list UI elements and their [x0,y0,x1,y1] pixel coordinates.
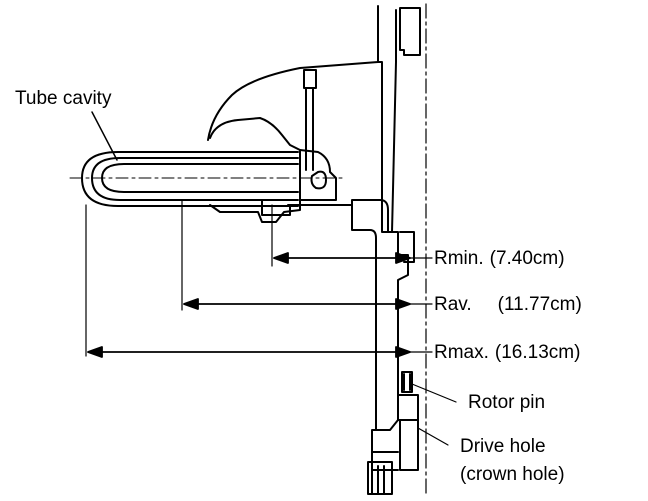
rmax-value: (16.13cm) [494,342,581,363]
rotor-body-profile [207,5,409,495]
rotor-pin-label: Rotor pin [468,392,546,413]
rotor-lower-block [371,394,419,471]
rotor-arm [351,199,389,431]
tube-holder-clamp [299,149,337,201]
rotor-inner-wall [391,9,397,233]
rmax-name: Rmax. [434,342,489,363]
vent-tube [305,87,314,171]
tube-holder [209,117,301,223]
tube-cavity-wall [101,163,299,193]
drive-hole-shape [367,461,393,495]
vent-cap [303,69,317,89]
rav-value: (11.77cm) [497,294,582,315]
tube-cavity-inner [91,157,299,201]
crown-hole-label: (crown hole) [460,464,565,485]
rmin-name: Rmin. [434,248,484,269]
tube-holder-lower [261,199,353,216]
rav-name: Rav. [434,294,472,315]
rotor-pin-shape [401,371,413,393]
rav-label: Rav. (11.77cm) [434,294,582,316]
rmin-value: (7.40cm) [489,248,565,269]
drive-hole-label: Drive hole [460,436,546,457]
rmax-label: Rmax.(16.13cm) [434,342,580,364]
rav-dimension [183,298,433,310]
rotor-pin-leader [411,383,457,403]
rmin-dimension [273,252,433,264]
rmax-dimension [87,346,433,358]
rotor-step-top [399,231,415,263]
rotor-body-outline [399,7,421,56]
tube-cavity-leader [91,111,118,161]
rmin-label: Rmin.(7.40cm) [434,248,565,270]
tube-cavity-shape [81,151,299,207]
tube-cavity-label: Tube cavity [15,88,112,109]
drive-hole-leader [417,427,449,446]
